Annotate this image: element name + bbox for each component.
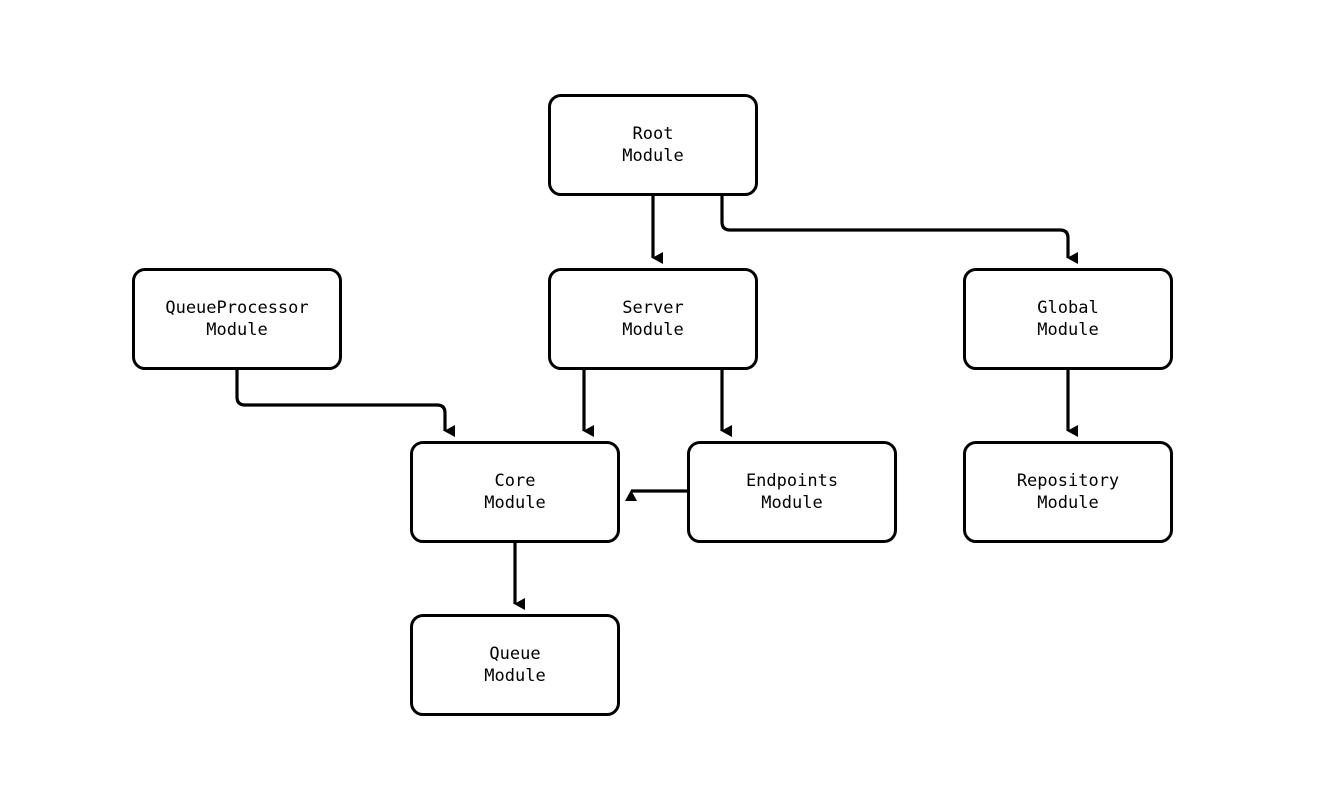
node-server-module[interactable]: Server Module — [548, 268, 758, 370]
node-queueprocessor-module[interactable]: QueueProcessor Module — [132, 268, 342, 370]
node-label-root-module: Root Module — [622, 123, 684, 166]
edge-root-global — [720, 196, 1078, 264]
node-label-repository-module: Repository Module — [1016, 470, 1120, 513]
node-label-server-module: Server Module — [622, 297, 684, 340]
node-queue-module[interactable]: Queue Module — [410, 614, 620, 716]
node-label-queueprocessor-module: QueueProcessor Module — [165, 297, 309, 340]
node-label-queue-module: Queue Module — [484, 643, 546, 686]
edge-queueprocessor-core — [235, 370, 455, 437]
node-label-core-module: Core Module — [484, 470, 546, 513]
node-endpoints-module[interactable]: Endpoints Module — [687, 441, 897, 543]
node-global-module[interactable]: Global Module — [963, 268, 1173, 370]
node-label-global-module: Global Module — [1037, 297, 1099, 340]
node-repository-module[interactable]: Repository Module — [963, 441, 1173, 543]
node-root-module[interactable]: Root Module — [548, 94, 758, 196]
node-label-endpoints-module: Endpoints Module — [745, 470, 839, 513]
node-core-module[interactable]: Core Module — [410, 441, 620, 543]
